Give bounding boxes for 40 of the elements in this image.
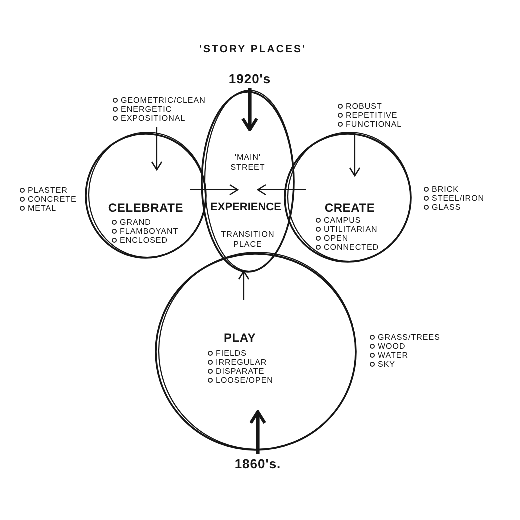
list-item: CONCRETE bbox=[28, 195, 77, 204]
list-item: FIELDS bbox=[216, 349, 248, 358]
list-item: METAL bbox=[28, 204, 57, 213]
list-item: GLASS bbox=[432, 203, 462, 212]
list-item: PLASTER bbox=[28, 186, 68, 195]
list-item: ENERGETIC bbox=[121, 105, 172, 114]
list-item: GRAND bbox=[120, 218, 152, 227]
list-item: ROBUST bbox=[346, 102, 382, 111]
list-item: STEEL/IRON bbox=[432, 194, 485, 203]
list-item: UTILITARIAN bbox=[324, 225, 378, 234]
arrow bbox=[238, 270, 250, 300]
list-item: SKY bbox=[378, 360, 396, 369]
arrow bbox=[190, 184, 239, 196]
list-item: WATER bbox=[378, 351, 408, 360]
list-item: ENCLOSED bbox=[120, 236, 168, 245]
date-label: 1860's. bbox=[234, 456, 282, 472]
title: 'STORY PLACES' bbox=[200, 44, 306, 56]
circle-heading: CREATE bbox=[324, 201, 376, 215]
list-item: IRREGULAR bbox=[216, 358, 268, 367]
place-label: 'MAIN' STREET bbox=[230, 153, 266, 173]
list-item: BRICK bbox=[432, 185, 459, 194]
list-item: CONNECTED bbox=[324, 243, 380, 252]
date-label: 1920's bbox=[228, 72, 272, 86]
list-item: FLAMBOYANT bbox=[120, 227, 179, 236]
list-item: GRASS/TREES bbox=[378, 333, 440, 342]
circle-heading: PLAY bbox=[224, 331, 256, 345]
list-item: DISPARATE bbox=[216, 367, 265, 376]
circle-heading: CELEBRATE bbox=[108, 201, 184, 215]
list-item: OPEN bbox=[324, 234, 349, 243]
circle-heading: EXPERIENCE bbox=[210, 202, 282, 214]
arrow bbox=[249, 410, 267, 454]
list-item: REPETITIVE bbox=[346, 111, 398, 120]
list-item: CAMPUS bbox=[324, 216, 362, 225]
list-item: GEOMETRIC/CLEAN bbox=[121, 96, 206, 105]
place-label: TRANSITION PLACE bbox=[221, 230, 275, 250]
arrow bbox=[257, 184, 306, 196]
list-item: FUNCTIONAL bbox=[346, 120, 402, 129]
list-item: EXPOSITIONAL bbox=[121, 114, 186, 123]
list-item: WOOD bbox=[378, 342, 406, 351]
list-item: LOOSE/OPEN bbox=[216, 376, 274, 385]
